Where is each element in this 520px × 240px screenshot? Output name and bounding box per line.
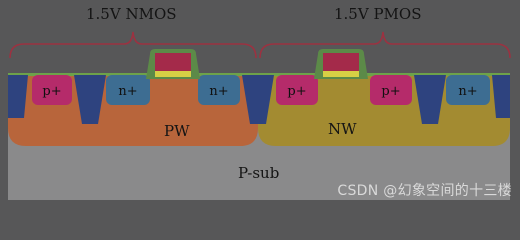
pmos-drain-p-plus — [370, 75, 412, 105]
substrate-label: P-sub — [238, 164, 280, 182]
nmos-title: 1.5V NMOS — [86, 5, 177, 23]
n-well-label: NW — [328, 120, 357, 138]
pmos-source-label: p+ — [287, 84, 306, 99]
sti-well-boundary — [242, 75, 274, 124]
pmos-bracket — [259, 31, 511, 59]
nmos-body-tap-label: p+ — [42, 84, 61, 99]
nmos-drain-label: n+ — [209, 84, 228, 99]
nmos-source-n-plus — [106, 75, 150, 105]
nmos-bracket — [9, 31, 257, 59]
pmos-body-tap-n-plus — [446, 75, 490, 105]
sti-pmos-center — [414, 75, 446, 124]
sti-left-edge — [8, 75, 28, 118]
pmos-gate-stack — [314, 49, 368, 79]
pmos-body-tap-label: n+ — [458, 84, 477, 99]
pmos-title: 1.5V PMOS — [334, 5, 422, 23]
sti-nmos-center — [74, 75, 106, 124]
nmos-gate-stack — [146, 49, 200, 79]
nmos-drain-n-plus — [198, 75, 240, 105]
surface-liner — [8, 73, 510, 76]
pmos-source-p-plus — [276, 75, 318, 105]
nmos-body-tap-p-plus — [32, 75, 72, 105]
sti-right-edge — [492, 75, 510, 118]
p-well-label: PW — [164, 122, 190, 140]
nmos-source-label: n+ — [118, 84, 137, 99]
watermark: CSDN @幻象空间的十三楼 — [337, 183, 512, 199]
pmos-drain-label: p+ — [381, 84, 400, 99]
cmos-cross-section: p+ n+ n+ p+ p+ n+ — [8, 31, 511, 200]
